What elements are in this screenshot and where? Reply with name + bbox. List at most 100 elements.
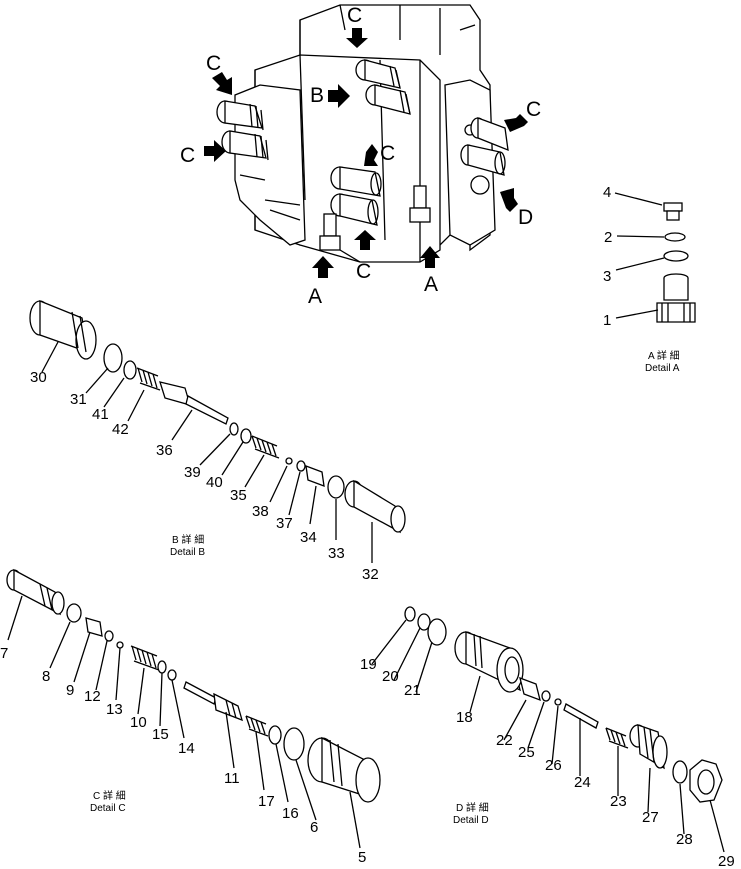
- letter-a-right: A: [424, 273, 438, 296]
- part-26: 26: [545, 757, 562, 774]
- spool-cap-c-front-1: [330, 166, 382, 197]
- part-21-ring: [427, 618, 447, 646]
- part-3: 3: [603, 268, 611, 285]
- part-24-pin: [563, 703, 599, 729]
- part-8: 8: [42, 668, 50, 685]
- part-18: 18: [456, 709, 473, 726]
- spool-cap-c-left-2: [221, 130, 269, 161]
- part-15-washer: [157, 660, 167, 674]
- part-8-ring: [66, 603, 82, 623]
- arrow-c-bottom: [354, 230, 376, 250]
- part-36: 36: [156, 442, 173, 459]
- part-36-spool: [159, 381, 229, 425]
- part-5: 5: [358, 849, 366, 866]
- part-42: 42: [112, 421, 129, 438]
- spool-cap-c-front-2: [330, 193, 379, 226]
- part-37-ring: [296, 460, 306, 472]
- part-34: 34: [300, 529, 317, 546]
- part-23-spring: [605, 727, 629, 749]
- part-25: 25: [518, 744, 535, 761]
- part-17-spring: [245, 715, 269, 737]
- part-28-ring: [672, 760, 688, 784]
- spool-cap-c-left-1: [216, 100, 264, 131]
- part-6-ring: [283, 727, 305, 761]
- part-37: 37: [276, 515, 293, 532]
- detail-a-kanji: A 詳 細: [648, 349, 680, 362]
- part-14: 14: [178, 740, 195, 757]
- part-38: 38: [252, 503, 269, 520]
- part-7-cap: [6, 568, 65, 616]
- arrow-b: [328, 84, 350, 108]
- part-22: 22: [496, 732, 513, 749]
- arrow-a-left: [312, 256, 334, 278]
- part-27-plug: [629, 724, 668, 770]
- detail-c: 7 8 9 12 13 10 15 14 11 17 16 6 5 C 詳 細 …: [0, 568, 381, 866]
- spool-cap-c-top: [355, 59, 401, 89]
- part-14-ring: [167, 669, 177, 681]
- arrow-c-mid: [364, 144, 378, 166]
- part-11: 11: [224, 770, 240, 787]
- plug-a-right: [409, 185, 431, 223]
- part-31: 31: [70, 391, 87, 408]
- letter-d: D: [518, 206, 533, 229]
- detail-d: 19 20 21 18 22 25 26 24 23 27 28 29 D 詳 …: [360, 606, 735, 869]
- part-17: 17: [258, 793, 275, 810]
- spool-cap-b: [365, 84, 411, 115]
- part-20: 20: [382, 668, 399, 685]
- part-33-washer: [327, 475, 345, 499]
- letter-b: B: [310, 84, 324, 107]
- part-40-washer: [240, 428, 252, 444]
- part-22-seat: [519, 676, 541, 702]
- detail-b-caption: Detail B: [170, 547, 205, 558]
- part-35: 35: [230, 487, 247, 504]
- part-40: 40: [206, 474, 223, 491]
- plug-a-left: [319, 213, 341, 251]
- part-21: 21: [404, 682, 421, 699]
- part-4: 4: [603, 184, 611, 201]
- part-10-spring: [130, 645, 160, 671]
- part-34-seat: [305, 465, 325, 487]
- spool-cap-c-right: [470, 117, 509, 152]
- part-1: 1: [603, 312, 611, 329]
- part-10: 10: [130, 714, 147, 731]
- detail-d-kanji: D 詳 細: [456, 801, 489, 814]
- part-35-spring: [251, 435, 280, 459]
- part-25-washer: [541, 690, 551, 702]
- part-11-spool: [183, 681, 243, 722]
- detail-a: 4 2 3 1 A 詳 細 Detail A: [603, 184, 696, 374]
- arrow-a-right: [420, 246, 440, 268]
- part-29-nut: [689, 759, 723, 803]
- part-7: 7: [0, 645, 8, 662]
- part-41: 41: [92, 406, 109, 423]
- letter-c-right: C: [526, 98, 541, 121]
- detail-c-kanji: C 詳 細: [93, 789, 126, 802]
- part-23: 23: [610, 793, 627, 810]
- part-5-cap: [307, 736, 381, 803]
- detail-b: 30 31 41 42 36 39 40 35 38 37 34 33 32 B…: [29, 300, 406, 583]
- part-33: 33: [328, 545, 345, 562]
- view-arrows: [204, 28, 528, 278]
- part-2: 2: [604, 229, 612, 246]
- part-19-ring: [404, 606, 416, 622]
- part-30: 30: [30, 369, 47, 386]
- part-15: 15: [152, 726, 169, 743]
- part-16-washer: [268, 725, 282, 745]
- part-12-washer: [104, 630, 114, 642]
- part-41-washer: [123, 360, 137, 380]
- part-9: 9: [66, 682, 74, 699]
- arrow-c-left-upper: [212, 72, 232, 95]
- detail-c-caption: Detail C: [90, 803, 126, 814]
- letter-c-left-upper: C: [206, 52, 221, 75]
- part-39-ring: [229, 422, 239, 436]
- arrow-c-top: [346, 28, 368, 48]
- letter-c-mid: C: [380, 142, 395, 165]
- part-16: 16: [282, 805, 299, 822]
- part-6: 6: [310, 819, 318, 836]
- part-18-body: [454, 631, 524, 693]
- part-13-ball: [116, 641, 124, 649]
- part-30-cap: [29, 300, 97, 360]
- part-32: 32: [362, 566, 379, 583]
- detail-d-caption: Detail D: [453, 815, 489, 826]
- part-19: 19: [360, 656, 377, 673]
- part-13: 13: [106, 701, 123, 718]
